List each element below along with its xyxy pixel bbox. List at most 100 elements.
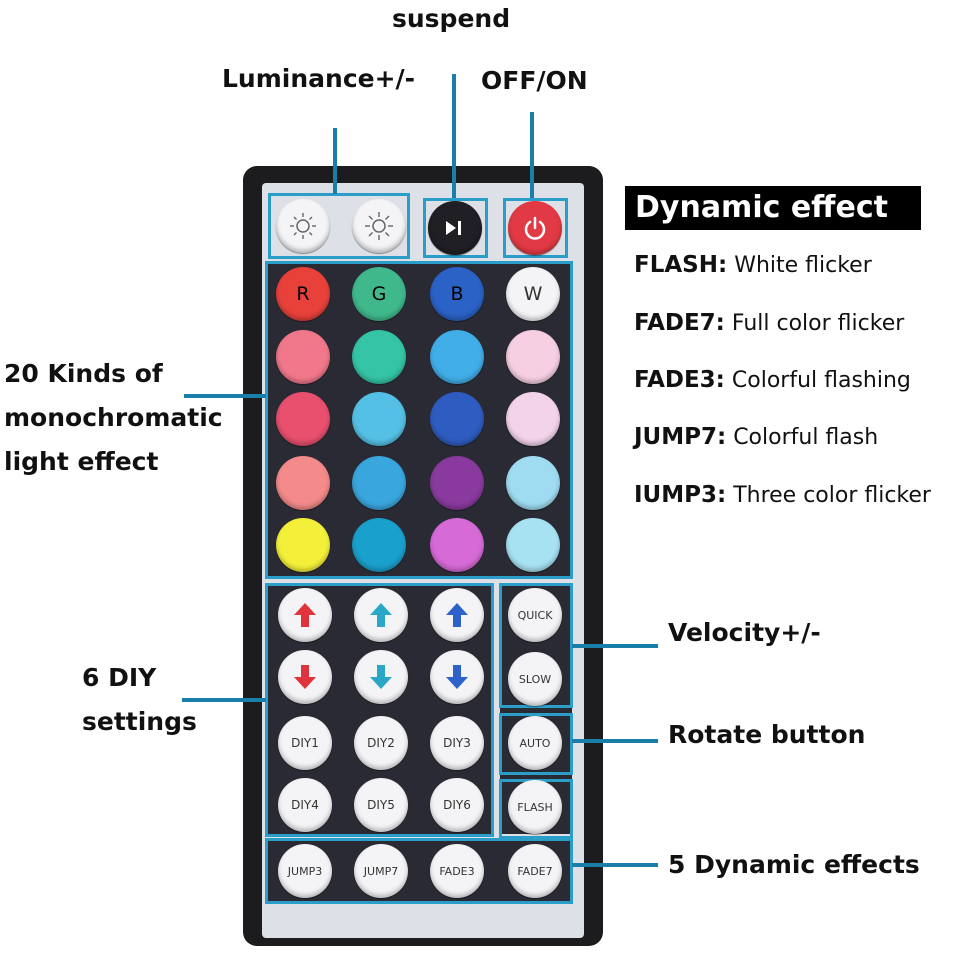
diy1-label: DIY1 (291, 736, 319, 750)
jump3-label: JUMP3 (287, 864, 323, 878)
dynamic-item-name: IUMP3: (634, 482, 727, 508)
diy-line-2: settings (82, 707, 197, 736)
jump7-button[interactable]: JUMP7 (354, 844, 408, 898)
dynamic-item-jump7: JUMP7: Colorful flash (634, 424, 878, 450)
dynamic-item-name: JUMP7: (634, 424, 727, 450)
diy3-button[interactable]: DIY3 (430, 716, 484, 770)
diy5-button[interactable]: DIY5 (354, 778, 408, 832)
dynamic-item-flash: FLASH: White flicker (634, 252, 872, 278)
play-pause-button[interactable] (428, 201, 482, 255)
power-button[interactable] (508, 201, 562, 255)
color-button[interactable] (352, 456, 406, 510)
color-grid-box (265, 261, 573, 579)
luminance-label: Luminance+/- (222, 64, 416, 93)
suspend-leader (452, 74, 456, 198)
velocity-label: Velocity+/- (668, 618, 821, 647)
red-button[interactable]: R (276, 267, 330, 321)
dynamic-effect-title: Dynamic effect (625, 186, 921, 230)
color-button[interactable] (430, 456, 484, 510)
up-arrow-icon (370, 603, 392, 627)
color-button[interactable] (430, 392, 484, 446)
color-button[interactable] (276, 392, 330, 446)
color-button[interactable] (430, 518, 484, 572)
blue-button-label: B (450, 283, 464, 305)
monochromatic-line-2: monochromatic (4, 403, 223, 432)
auto-label: AUTO (519, 736, 551, 750)
flash-label: FLASH (517, 800, 553, 814)
brightness-down-icon (290, 213, 316, 239)
color-button[interactable] (276, 518, 330, 572)
dynamic-item-desc: Colorful flashing (731, 368, 911, 393)
quick-button[interactable]: QUICK (508, 588, 562, 642)
diy-box (265, 583, 494, 837)
dynamic-item-fade7: FADE7: Full color flicker (634, 310, 904, 336)
slow-button[interactable]: SLOW (508, 652, 562, 706)
down-arrow-icon (370, 665, 392, 689)
diy6-button[interactable]: DIY6 (430, 778, 484, 832)
color-button[interactable] (352, 392, 406, 446)
diy3-label: DIY3 (443, 736, 471, 750)
green-button[interactable]: G (352, 267, 406, 321)
color-button[interactable] (276, 456, 330, 510)
color-button[interactable] (430, 330, 484, 384)
color-button[interactable] (352, 518, 406, 572)
fade3-button[interactable]: FADE3 (430, 844, 484, 898)
color-button[interactable] (506, 518, 560, 572)
down-arrow-icon (446, 665, 468, 689)
monochromatic-label: 20 Kinds of monochromatic light effect (4, 352, 223, 484)
down-arrow-icon (294, 665, 316, 689)
brightness-up-icon (365, 212, 393, 240)
luminance-leader (333, 128, 337, 194)
color-button[interactable] (352, 330, 406, 384)
diy2-button[interactable]: DIY2 (354, 716, 408, 770)
monochromatic-leader (184, 394, 266, 398)
color-button[interactable] (506, 392, 560, 446)
up-arrow-icon (446, 603, 468, 627)
fade7-button[interactable]: FADE7 (508, 844, 562, 898)
diy1-button[interactable]: DIY1 (278, 716, 332, 770)
dynamic-item-desc: Full color flicker (731, 311, 905, 336)
white-button[interactable]: W (506, 267, 560, 321)
brightness-down-button[interactable] (276, 199, 330, 253)
dynamic-item-name: FADE3: (634, 367, 725, 393)
power-box (503, 198, 568, 258)
dynamic-item-fade3: FADE3: Colorful flashing (634, 367, 911, 393)
auto-box (499, 713, 573, 775)
flash-button[interactable]: FLASH (508, 780, 562, 834)
white-button-label: W (523, 283, 543, 305)
diy5-label: DIY5 (367, 798, 395, 812)
auto-button[interactable]: AUTO (508, 716, 562, 770)
blue-up-button[interactable] (430, 588, 484, 642)
dynamic-item-jump3: IUMP3: Three color flicker (634, 482, 931, 508)
color-button[interactable] (506, 456, 560, 510)
bottom-effects-box (265, 838, 573, 904)
jump3-button[interactable]: JUMP3 (278, 844, 332, 898)
diy-label: 6 DIY settings (82, 656, 197, 744)
dynamic-effects-leader (572, 863, 658, 867)
teal-up-button[interactable] (354, 588, 408, 642)
slow-label: SLOW (518, 672, 552, 686)
suspend-box (423, 198, 488, 258)
teal-down-button[interactable] (354, 650, 408, 704)
color-button[interactable] (276, 330, 330, 384)
brightness-up-button[interactable] (352, 199, 406, 253)
dynamic-effects-label: 5 Dynamic effects (668, 850, 920, 879)
blue-down-button[interactable] (430, 650, 484, 704)
red-down-button[interactable] (278, 650, 332, 704)
red-up-button[interactable] (278, 588, 332, 642)
diy2-label: DIY2 (367, 736, 395, 750)
up-arrow-icon (294, 603, 316, 627)
quick-label: QUICK (517, 608, 553, 622)
dynamic-item-name: FLASH: (634, 252, 728, 278)
dynamic-item-desc: White flicker (734, 253, 872, 278)
power-leader (530, 112, 534, 198)
luminance-box (268, 193, 410, 259)
diy4-button[interactable]: DIY4 (278, 778, 332, 832)
blue-button[interactable]: B (430, 267, 484, 321)
power-icon (524, 216, 546, 240)
diy4-label: DIY4 (291, 798, 319, 812)
dynamic-item-name: FADE7: (634, 310, 725, 336)
green-button-label: G (371, 283, 387, 305)
color-button[interactable] (506, 330, 560, 384)
fade3-label: FADE3 (439, 864, 475, 878)
